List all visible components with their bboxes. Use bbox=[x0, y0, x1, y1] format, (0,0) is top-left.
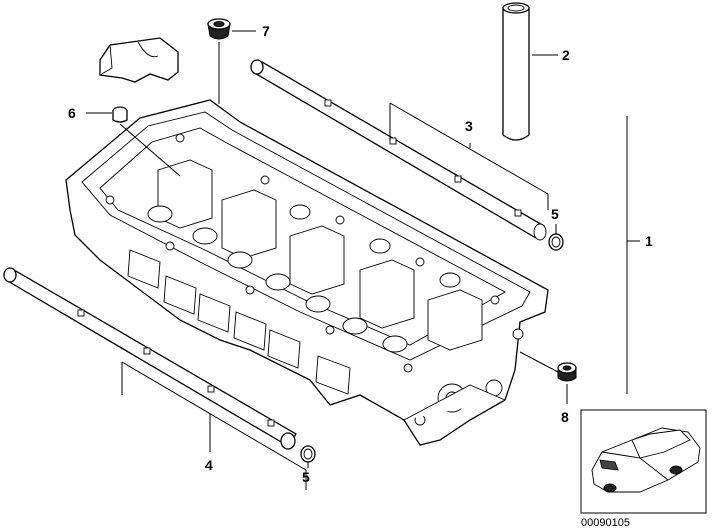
seal-ring-upper bbox=[548, 233, 564, 251]
car-silhouette bbox=[591, 427, 701, 493]
callout-3: 3 bbox=[465, 118, 473, 134]
callout-6: 6 bbox=[68, 105, 76, 121]
callout-4: 4 bbox=[205, 457, 213, 473]
cylinder-head bbox=[65, 99, 549, 446]
callout-5-upper: 5 bbox=[551, 206, 559, 222]
exhaust-ports bbox=[127, 249, 351, 395]
callout-labels: 1 2 3 4 5 5 6 7 8 bbox=[68, 23, 653, 485]
valve-springs bbox=[147, 204, 461, 353]
reference-number: 00090105 bbox=[581, 517, 630, 528]
vehicle-reference-thumbnail: 00090105 bbox=[580, 409, 707, 528]
head-bolt-holes bbox=[105, 133, 500, 373]
seal-ring-lower bbox=[300, 445, 316, 463]
callout-5-lower: 5 bbox=[302, 469, 310, 485]
tube-part-2 bbox=[502, 2, 530, 141]
shaft-part-3 bbox=[250, 59, 547, 241]
callout-8: 8 bbox=[561, 409, 569, 425]
callout-1: 1 bbox=[645, 233, 653, 249]
cylinder-head-end-face bbox=[403, 328, 524, 426]
leader-lines bbox=[86, 30, 640, 490]
callout-2: 2 bbox=[562, 47, 570, 63]
shaft-part-4 bbox=[3, 267, 297, 450]
callout-7: 7 bbox=[262, 23, 270, 39]
plug-part-8 bbox=[557, 362, 577, 382]
bearing-cap-part-6 bbox=[99, 37, 179, 123]
cap-nut-part-7 bbox=[207, 18, 231, 40]
